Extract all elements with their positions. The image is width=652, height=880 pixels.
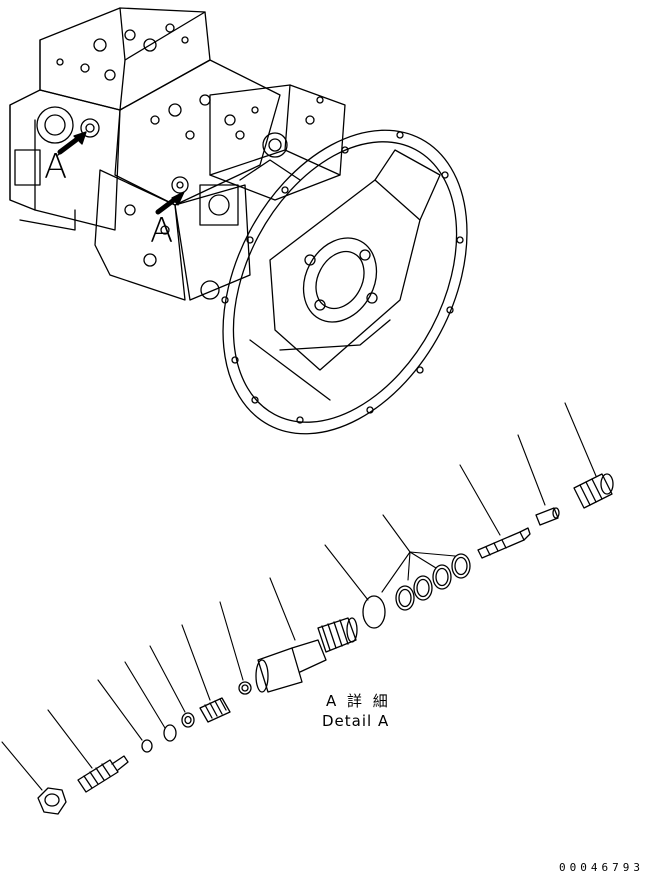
leader-lines (1, 402, 597, 791)
valve-body (255, 617, 358, 693)
arrow-icon (57, 131, 87, 156)
o-ring (141, 739, 153, 753)
o-ring-large (362, 595, 386, 629)
plug (573, 473, 614, 509)
backup-rings (395, 553, 471, 611)
hex-nut (37, 787, 67, 815)
spool (477, 527, 531, 559)
callout-label-left: A (44, 147, 68, 187)
detail-title-jp: A 詳 細 (326, 692, 391, 710)
pump-assembly (9, 7, 468, 435)
arrow-icon (155, 191, 185, 215)
adjusting-screw (77, 755, 129, 793)
sleeve (535, 507, 560, 526)
detail-title-en: Detail A (322, 712, 390, 730)
drawing-number: 00046793 (559, 861, 644, 874)
spring (199, 697, 231, 723)
callout-label-center: A (150, 211, 174, 251)
washer (181, 712, 195, 728)
seat (163, 724, 177, 742)
small-nut (238, 681, 252, 695)
